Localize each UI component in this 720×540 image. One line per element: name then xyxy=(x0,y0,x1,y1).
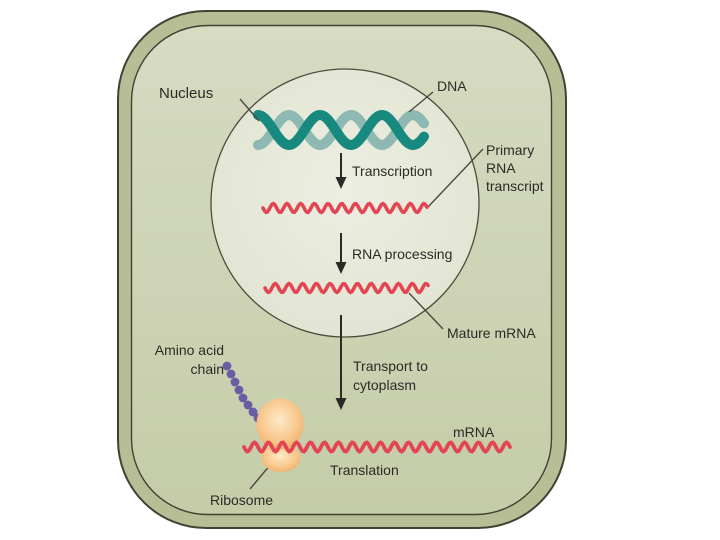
nucleus-label: Nucleus xyxy=(159,85,214,102)
dna-helix-icon xyxy=(253,110,429,150)
transcription-label: Transcription xyxy=(352,163,433,179)
nucleus-envelope xyxy=(210,68,480,338)
rna-processing-arrowhead xyxy=(335,262,347,274)
transport-arrowhead xyxy=(335,398,347,410)
mrna-label: mRNA xyxy=(453,424,495,440)
rna-processing-label: RNA processing xyxy=(352,246,453,262)
translation-label: Translation xyxy=(330,462,399,478)
mature-mrna-leader-line xyxy=(408,292,444,330)
ribosome-leader-line xyxy=(249,463,272,490)
transcription-arrowhead xyxy=(335,177,347,189)
process-arrows xyxy=(335,153,347,410)
mature-mrna-label: Mature mRNA xyxy=(447,325,536,341)
primary-rna-transcript-label: Primary RNA transcript xyxy=(486,142,544,194)
transport-to-cytoplasm-label: Transport to cytoplasm xyxy=(353,358,428,393)
mature-mrna-wave xyxy=(263,281,430,295)
dna-leader-line xyxy=(408,91,434,113)
dna-label: DNA xyxy=(437,78,467,94)
primary-transcript-leader-line xyxy=(427,148,484,208)
leader-lines xyxy=(239,91,484,490)
ribosome-label: Ribosome xyxy=(210,492,274,508)
cytoplasm-mrna-wave xyxy=(242,440,512,454)
ribosome-icon xyxy=(256,398,304,472)
amino-acid-chain-label: Amino acid chain xyxy=(154,342,224,377)
nucleus-leader-line xyxy=(239,98,260,122)
primary-rna-transcript-wave xyxy=(261,201,429,215)
